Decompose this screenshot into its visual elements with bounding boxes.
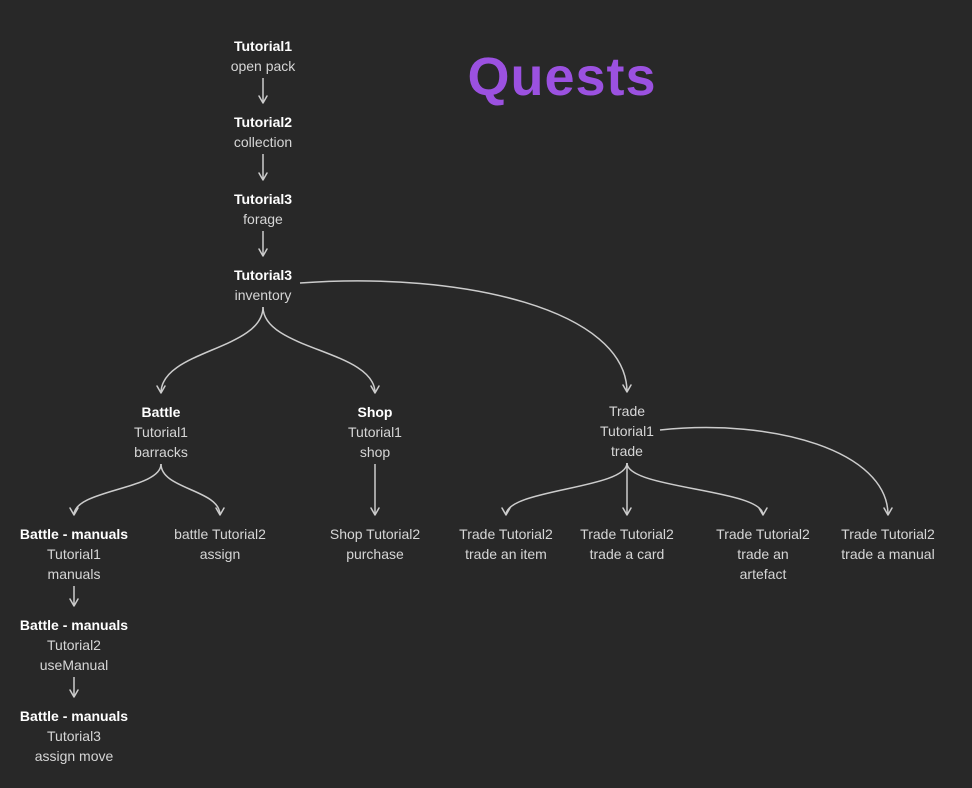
node-subtitle: Tutorial1	[47, 546, 101, 562]
quest-node-tutorial2-collection: Tutorial2 collection	[234, 112, 292, 152]
node-title: Tutorial2	[233, 114, 293, 130]
edge-trade-to-trade-artefact	[626, 462, 768, 516]
quest-node-tutorial3-forage: Tutorial3 forage	[234, 189, 292, 229]
quest-node-tutorial1-open-pack: Tutorial1 open pack	[231, 36, 296, 76]
node-subtitle: artefact	[739, 566, 787, 582]
node-subtitle: collection	[233, 134, 293, 150]
node-subtitle: shop	[359, 444, 391, 460]
edge-tutorial3-inventory-to-shop	[262, 306, 380, 394]
node-subtitle: trade	[611, 443, 643, 459]
node-subtitle: Tutorial3	[47, 728, 101, 744]
node-title: Shop Tutorial2	[329, 526, 421, 542]
node-title: Battle - manuals	[19, 617, 129, 633]
node-title: Trade Tutorial2	[841, 526, 935, 542]
node-title: Trade	[608, 403, 646, 419]
node-subtitle: Tutorial1	[348, 424, 402, 440]
node-title: Trade Tutorial2	[459, 526, 553, 542]
edge-battle-to-battle-manuals-1	[69, 463, 162, 516]
node-subtitle: trade a card	[589, 546, 665, 562]
quest-node-tutorial3-inventory: Tutorial3 inventory	[234, 265, 292, 305]
node-title: Trade Tutorial2	[580, 526, 674, 542]
node-title: battle Tutorial2	[174, 526, 266, 542]
node-subtitle: open pack	[230, 58, 296, 74]
node-subtitle: trade a manual	[841, 546, 935, 562]
node-subtitle: manuals	[47, 566, 101, 582]
node-subtitle: trade an	[737, 546, 789, 562]
node-title: Tutorial3	[233, 191, 293, 207]
node-title: Tutorial3	[233, 267, 293, 283]
node-subtitle: useManual	[39, 657, 109, 673]
node-subtitle: assign	[199, 546, 241, 562]
quest-node-trade-artefact: Trade Tutorial2 trade an artefact	[716, 524, 810, 584]
node-title: Battle	[141, 404, 181, 420]
quest-node-trade-card: Trade Tutorial2 trade a card	[580, 524, 674, 564]
node-title: Battle - manuals	[19, 708, 129, 724]
page-title: Quests	[467, 47, 657, 107]
edge-tutorial3-inventory-to-battle	[156, 306, 264, 394]
node-subtitle: Tutorial2	[47, 637, 101, 653]
quest-node-trade-item: Trade Tutorial2 trade an item	[459, 524, 553, 564]
node-title: Battle - manuals	[19, 526, 129, 542]
edge-battle-to-battle-tutorial2	[160, 463, 225, 516]
node-subtitle: assign move	[34, 748, 114, 764]
edge-trade-to-trade-manual	[659, 426, 893, 516]
node-subtitle: forage	[243, 211, 283, 227]
quest-node-shop-tutorial2: Shop Tutorial2 purchase	[330, 524, 420, 564]
node-subtitle: barracks	[134, 444, 188, 460]
node-subtitle: trade an item	[465, 546, 547, 562]
node-title: Tutorial1	[233, 38, 293, 54]
node-subtitle: Tutorial1	[134, 424, 188, 440]
node-title: Shop	[357, 404, 393, 420]
node-subtitle: purchase	[346, 546, 404, 562]
edge-trade-to-trade-item	[501, 462, 628, 516]
quest-node-trade-manual: Trade Tutorial2 trade a manual	[841, 524, 935, 564]
node-title: Trade Tutorial2	[716, 526, 810, 542]
edge-tutorial3-inventory-to-trade	[299, 280, 632, 393]
quest-node-battle-tutorial2: battle Tutorial2 assign	[174, 524, 266, 564]
node-subtitle: inventory	[234, 287, 292, 303]
node-subtitle: Tutorial1	[600, 423, 654, 439]
